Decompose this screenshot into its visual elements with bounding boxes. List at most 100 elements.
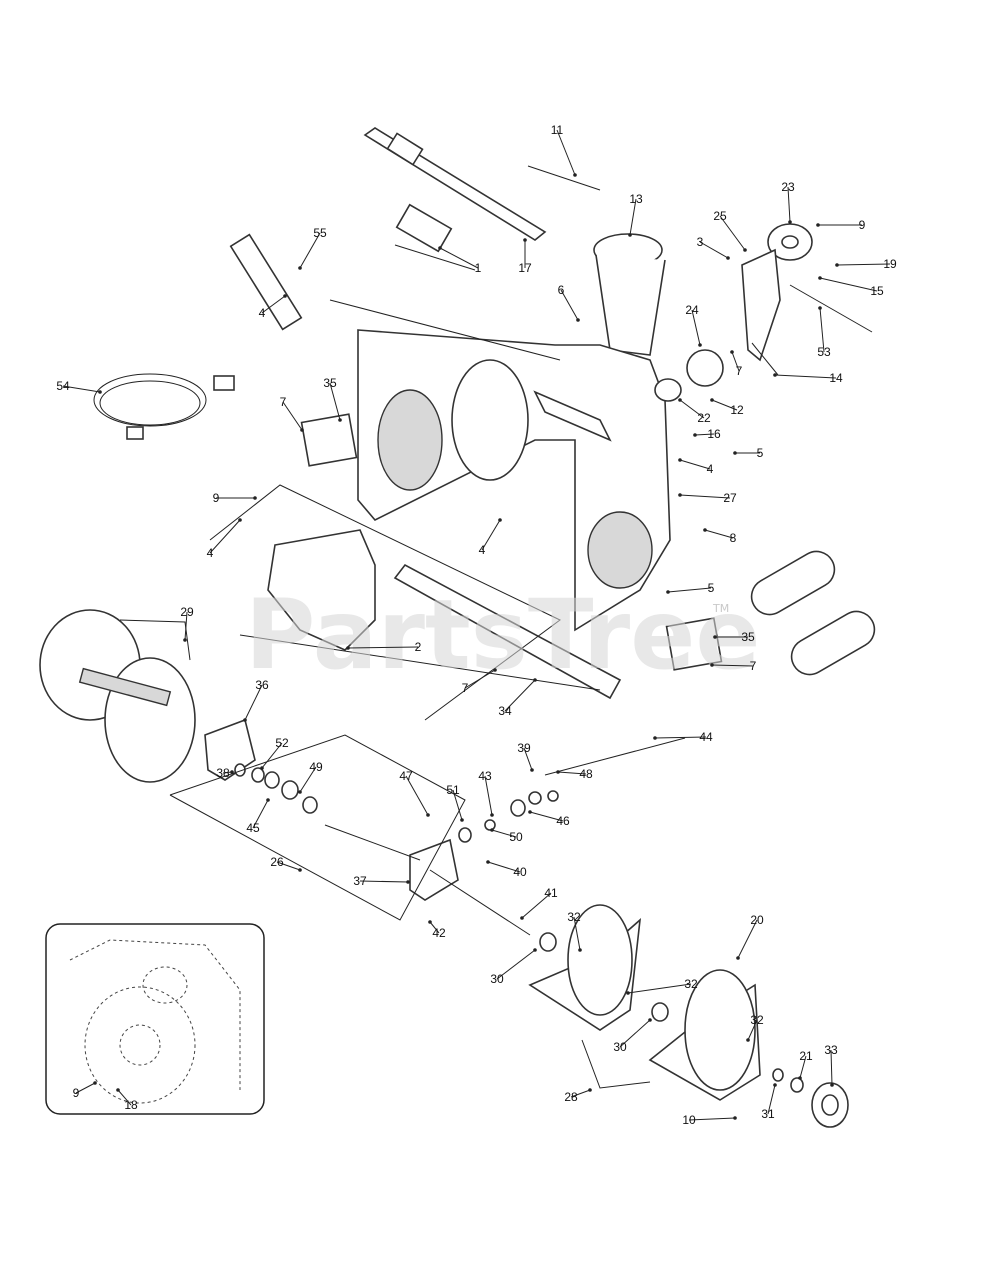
- callout-leader: [836, 263, 891, 266]
- callout-leader-tip: [713, 635, 717, 639]
- callout-leader: [679, 459, 711, 470]
- callout-number: 38: [216, 766, 230, 780]
- callout-leader: [557, 771, 587, 775]
- callout-number: 33: [824, 1043, 838, 1057]
- callout-leader-tip: [243, 718, 247, 722]
- callout-number: 4: [207, 546, 214, 560]
- callout-number: 8: [730, 531, 737, 545]
- callout-number: 18: [124, 1098, 138, 1112]
- callout-leader: [704, 529, 734, 539]
- callout-number: 30: [613, 1040, 627, 1054]
- callout-number: 21: [799, 1049, 813, 1063]
- callout-leader: [830, 1049, 833, 1086]
- callout-number: 43: [478, 769, 492, 783]
- spacer: [654, 378, 682, 402]
- idler-spring: [751, 342, 779, 376]
- callout-leader-tip: [648, 1018, 652, 1022]
- callout-leader: [737, 919, 758, 959]
- callout-leader: [819, 277, 878, 292]
- gearbox-housing-left: [204, 718, 256, 781]
- callout-leader-tip: [426, 813, 430, 817]
- callout-leader-tip: [528, 810, 532, 814]
- callout-number: 7: [462, 681, 469, 695]
- callout-leader-tip: [666, 590, 670, 594]
- callout-leader-tip: [338, 418, 342, 422]
- callout-number: 22: [697, 411, 711, 425]
- callout-leader-tip: [733, 1116, 737, 1120]
- callout-leader-tip: [626, 991, 630, 995]
- callout-leader: [679, 494, 731, 499]
- callout-leader-tip: [773, 373, 777, 377]
- crossbar: [393, 563, 622, 700]
- callout-number: 12: [730, 403, 744, 417]
- callout-leader: [244, 684, 263, 721]
- callout-leader-tip: [533, 678, 537, 682]
- callout-leader: [787, 186, 791, 223]
- callout-leader-tip: [266, 798, 270, 802]
- skid-shoe-pad-top: [750, 550, 836, 616]
- callout-number: 34: [498, 704, 512, 718]
- callout-number: 7: [750, 659, 757, 673]
- callout-leader-tip: [520, 916, 524, 920]
- bearing-housing: [686, 349, 724, 387]
- callout-leader-tip: [573, 173, 577, 177]
- callout-number: 9: [73, 1086, 80, 1100]
- callout-number: 28: [564, 1090, 578, 1104]
- callout-leader: [523, 747, 533, 771]
- callout-number: 1: [475, 261, 482, 275]
- callout-number: 7: [280, 395, 287, 409]
- callout-leader-tip: [438, 246, 442, 250]
- auger-drive-shaft: [363, 127, 547, 241]
- callout-leader: [62, 385, 101, 393]
- callout-number: 32: [684, 977, 698, 991]
- callout-leader-tip: [230, 770, 234, 774]
- callout-number: 42: [432, 926, 446, 940]
- callout-leader: [573, 916, 581, 951]
- auger-shaft: [429, 869, 531, 936]
- callout-leader-tip: [746, 1038, 750, 1042]
- callout-number: 5: [708, 581, 715, 595]
- callout-leader: [556, 129, 576, 176]
- callout-leader-tip: [406, 880, 410, 884]
- callout-number: 36: [255, 678, 269, 692]
- callout-leader-tip: [703, 528, 707, 532]
- callout-number: 48: [579, 767, 593, 781]
- callout-leader-tip: [298, 790, 302, 794]
- callout-number: 51: [446, 783, 460, 797]
- callout-number: 47: [399, 769, 413, 783]
- callout-leader-tip: [490, 828, 494, 832]
- callout-leader-tip: [736, 956, 740, 960]
- callout-number: 52: [275, 736, 289, 750]
- callout-leader: [359, 880, 409, 883]
- callout-leader-tip: [730, 350, 734, 354]
- callout-leader: [487, 861, 521, 873]
- callout-number: 15: [870, 284, 884, 298]
- callout-leader-tip: [428, 920, 432, 924]
- callout-number: 11: [551, 123, 564, 137]
- callout-leader-tip: [490, 813, 494, 817]
- callout-leader-tip: [556, 770, 560, 774]
- callout-leader-tip: [788, 220, 792, 224]
- callout-leader-tip: [298, 868, 302, 872]
- callout-leader-tip: [300, 428, 304, 432]
- callout-number: 27: [723, 491, 737, 505]
- callout-number: 26: [270, 855, 284, 869]
- callout-number: 5: [757, 446, 764, 460]
- callout-leader: [347, 646, 419, 649]
- worm-shaft: [544, 737, 686, 776]
- callout-leader: [619, 1019, 651, 1048]
- callout-number: 31: [761, 1107, 775, 1121]
- callout-leader-tip: [628, 233, 632, 237]
- callout-leader: [529, 811, 564, 822]
- watermark-brand: PartsTree: [245, 579, 760, 691]
- callout-leader: [521, 892, 552, 919]
- callout-leader: [75, 1082, 96, 1094]
- callout-leader: [679, 399, 705, 419]
- callout-number: 55: [313, 226, 327, 240]
- callout-number: 16: [707, 427, 721, 441]
- callout-number: 3: [697, 235, 704, 249]
- callout-number: 13: [629, 192, 643, 206]
- auger-housing: [357, 329, 671, 632]
- callout-number: 10: [682, 1113, 696, 1127]
